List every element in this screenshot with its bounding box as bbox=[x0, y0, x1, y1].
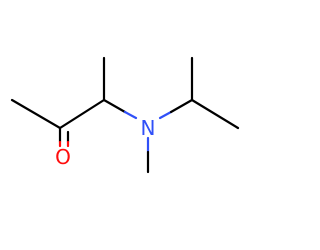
bond-c2-c3 bbox=[58, 98, 106, 130]
oxygen-atom-label: O bbox=[55, 145, 71, 169]
bond-n-ch-blue bbox=[158, 110, 173, 120]
molecule-structure-diagram: O N bbox=[10, 56, 240, 174]
bond-c1-c2 bbox=[10, 98, 62, 130]
bond-c3-n-black bbox=[102, 98, 127, 114]
bond-c3-n-blue bbox=[123, 110, 138, 120]
bond-ch-methyl-right bbox=[190, 98, 240, 130]
bond-n-ch-black bbox=[169, 98, 194, 114]
nitrogen-atom-label: N bbox=[141, 116, 156, 140]
